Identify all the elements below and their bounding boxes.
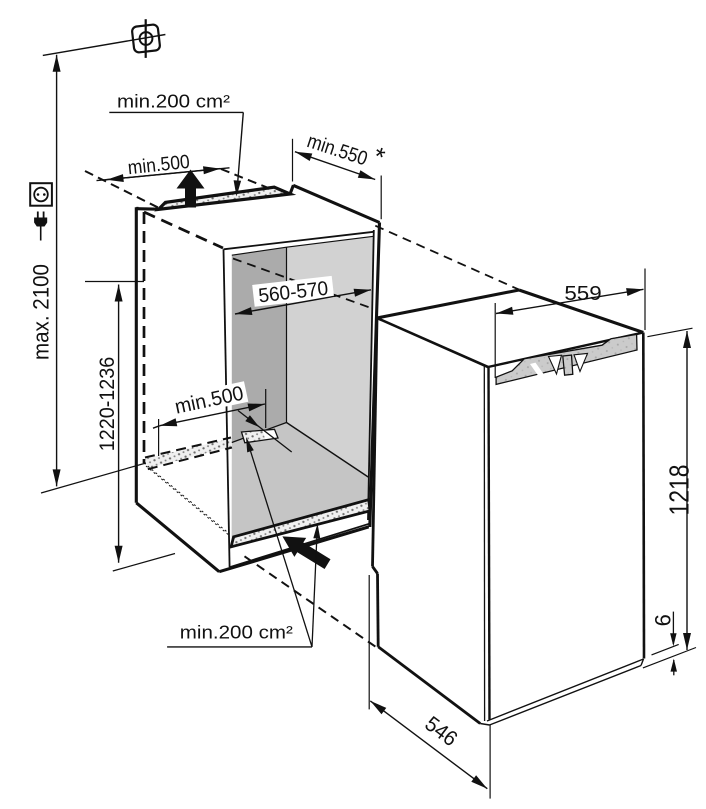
svg-text:min.200 cm²: min.200 cm² — [117, 92, 230, 112]
svg-text:max. 2100: max. 2100 — [29, 264, 54, 360]
svg-text:6: 6 — [651, 614, 676, 626]
svg-text:min.200 cm²: min.200 cm² — [180, 623, 293, 643]
svg-text:1220-1236: 1220-1236 — [96, 357, 119, 452]
svg-text:559: 559 — [564, 283, 601, 305]
svg-text:1218: 1218 — [664, 465, 695, 516]
